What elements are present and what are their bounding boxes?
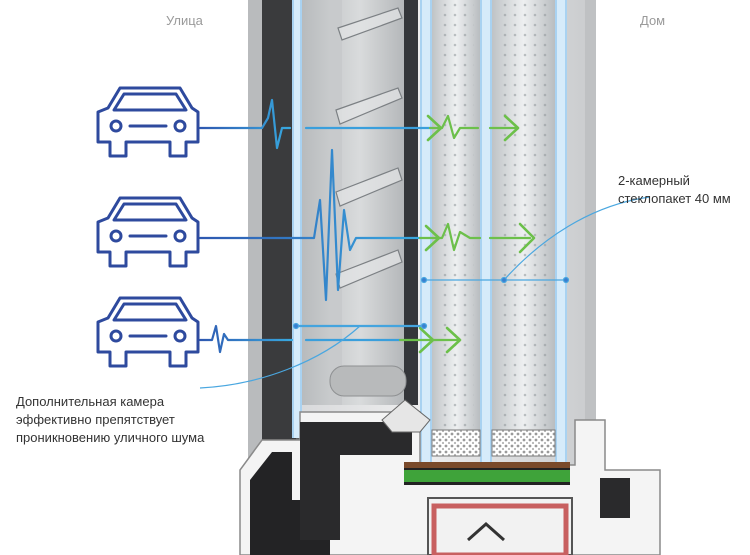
sound-wave-icon — [198, 324, 460, 354]
arrow-right-icon — [518, 222, 536, 254]
sound-wave-icon — [198, 148, 532, 302]
additional-chamber — [302, 0, 418, 405]
chamber-callout: Дополнительная камера эффективно препятс… — [16, 393, 204, 447]
glazing-bead — [329, 365, 407, 397]
home-label: Дом — [640, 13, 666, 28]
chamber-callout-line1: Дополнительная камера — [16, 394, 165, 409]
spacer-frames — [431, 0, 556, 457]
green-seal — [404, 470, 570, 482]
glazing-callout: 2-камерный стеклопакет 40 мм — [618, 172, 731, 208]
callout-leaders — [199, 196, 651, 389]
arrow-right-icon — [418, 326, 435, 354]
glazing-callout-line2: стеклопакет 40 мм — [618, 191, 731, 206]
car-icon — [96, 296, 200, 368]
arrow-right-icon — [445, 326, 462, 354]
car-icon — [96, 196, 200, 268]
bottom-profile — [239, 399, 661, 555]
arrow-right-icon — [424, 224, 441, 252]
glazing-callout-line1: 2-камерный — [618, 173, 690, 188]
arrow-right-icon — [503, 114, 520, 142]
chamber-blades — [335, 7, 403, 289]
street-label: Улица — [166, 13, 203, 28]
chamber-callout-line3: проникновению уличного шума — [16, 430, 205, 445]
sound-wave-icon — [198, 98, 518, 150]
chamber-callout-line2: эффективно препятствует — [16, 412, 175, 427]
car-icon — [96, 86, 200, 158]
steel-reinforcement — [431, 503, 569, 555]
arrow-right-icon — [426, 114, 443, 142]
